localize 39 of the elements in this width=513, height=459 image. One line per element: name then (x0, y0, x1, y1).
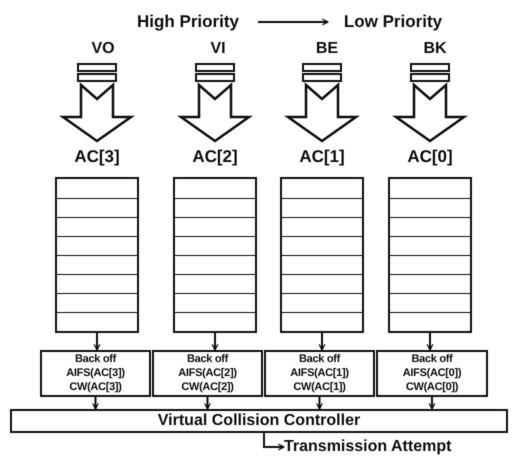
backoff-parameter: AIFS(AC[0]) (402, 366, 462, 381)
backoff-parameter: Back off (298, 352, 342, 367)
arrow (428, 397, 436, 410)
backoff-parameter: AIFS(AC[1]) (289, 366, 350, 381)
backoff-box (40, 350, 151, 397)
traffic-class-label: BK (422, 39, 448, 59)
backoff-parameter: CW(AC[0]) (404, 380, 460, 395)
arrow (94, 333, 100, 351)
controller-bar (10, 409, 508, 433)
arrow (258, 18, 329, 26)
backoff-parameter: CW(AC[2]) (180, 380, 235, 395)
arrow (212, 333, 218, 351)
traffic-class-label: VO (90, 39, 116, 59)
arrow (426, 333, 434, 351)
traffic-class-label: BE (314, 39, 340, 59)
backoff-parameter: Back off (186, 352, 230, 367)
backoff-parameter: AIFS(AC[3]) (65, 366, 126, 381)
arrow (204, 397, 211, 410)
queue-heading: AC[3] (73, 146, 121, 168)
backoff-box (152, 350, 263, 397)
backoff-parameter: CW(AC[3]) (68, 380, 123, 395)
backoff-parameter: CW(AC[1]) (292, 380, 347, 395)
queue-heading: AC[2] (191, 146, 239, 168)
arrow (316, 397, 323, 410)
output-label: Transmission Attempt (284, 437, 452, 457)
priority-label: Low Priority (342, 11, 444, 33)
controller-label: Virtual Collision Controller (156, 411, 362, 431)
backoff-box (264, 350, 375, 397)
arrow (263, 433, 285, 450)
priority-label: High Priority (136, 11, 240, 33)
backoff-parameter: AIFS(AC[2]) (177, 366, 238, 381)
queue-heading: AC[0] (406, 146, 454, 168)
arrow (92, 397, 99, 410)
backoff-parameter: Back off (410, 352, 454, 367)
queue-heading: AC[1] (298, 146, 346, 168)
traffic-class-label: VI (209, 39, 227, 59)
backoff-parameter: Back off (74, 352, 118, 367)
backoff-box (376, 350, 488, 397)
arrow (318, 333, 326, 351)
